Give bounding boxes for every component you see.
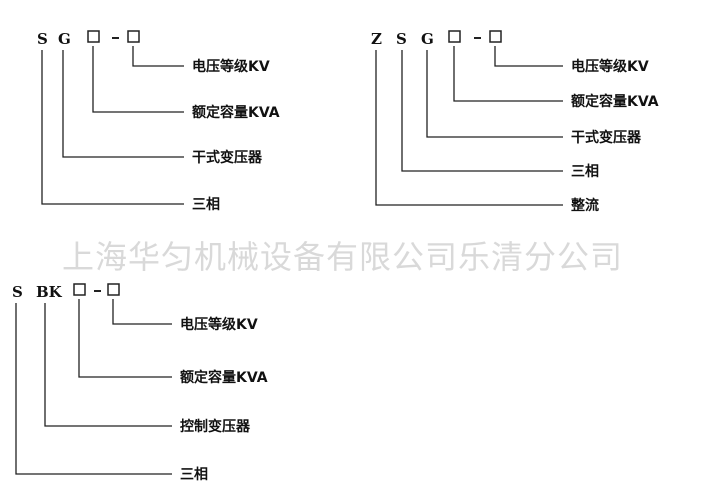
leader-line-voltage bbox=[494, 46, 563, 67]
label-three-phase: 三相 bbox=[180, 466, 208, 483]
code-letter-s: S bbox=[12, 283, 23, 301]
leader-line-capacity bbox=[78, 299, 172, 378]
leader-line-rectifier bbox=[375, 50, 563, 206]
voltage-placeholder-box bbox=[107, 283, 120, 296]
leader-line-phase bbox=[41, 50, 184, 205]
diagram-sbk: S BK 电压等级KV 额定容量KVA 控制变压器 三相 bbox=[12, 283, 268, 483]
leader-line-type bbox=[426, 50, 563, 138]
voltage-placeholder-box bbox=[489, 30, 502, 43]
label-rated-capacity: 额定容量KVA bbox=[192, 104, 280, 121]
label-voltage-level: 电压等级KV bbox=[192, 58, 270, 75]
label-rectifier: 整流 bbox=[570, 197, 599, 214]
label-rated-capacity: 额定容量KVA bbox=[571, 93, 659, 110]
label-dry-type-transformer: 干式变压器 bbox=[571, 129, 642, 146]
capacity-placeholder-box bbox=[87, 30, 100, 43]
diagram-zsg: Z S G 电压等级KV 额定容量KVA 干式变压器 三相 整流 bbox=[371, 30, 659, 214]
label-voltage-level: 电压等级KV bbox=[180, 316, 258, 333]
watermark-text: 上海华匀机械设备有限公司乐清分公司 bbox=[62, 238, 623, 276]
leader-line-phase bbox=[15, 303, 172, 475]
capacity-placeholder-box bbox=[448, 30, 461, 43]
diagram-sg: S G 电压等级KV 额定容量KVA 干式变压器 三相 bbox=[37, 30, 280, 213]
leader-line-capacity bbox=[92, 46, 184, 113]
leader-line-capacity bbox=[453, 46, 563, 102]
code-letter-s: S bbox=[396, 30, 407, 48]
leader-line-type bbox=[44, 303, 172, 427]
code-letter-z: Z bbox=[371, 30, 382, 48]
leader-line-voltage bbox=[132, 46, 184, 67]
leader-line-type bbox=[62, 50, 184, 158]
label-rated-capacity: 额定容量KVA bbox=[180, 369, 268, 386]
leader-line-voltage bbox=[112, 299, 172, 325]
voltage-placeholder-box bbox=[127, 30, 140, 43]
label-three-phase: 三相 bbox=[192, 196, 220, 213]
label-control-transformer: 控制变压器 bbox=[180, 418, 251, 435]
leader-line-phase bbox=[401, 50, 563, 172]
code-letters-bk: BK bbox=[36, 283, 63, 301]
code-letter-g: G bbox=[421, 30, 434, 48]
code-letter-g: G bbox=[58, 30, 71, 48]
label-voltage-level: 电压等级KV bbox=[571, 58, 649, 75]
label-three-phase: 三相 bbox=[571, 163, 599, 180]
code-letter-s: S bbox=[37, 30, 48, 48]
label-dry-type-transformer: 干式变压器 bbox=[192, 149, 263, 166]
capacity-placeholder-box bbox=[73, 283, 86, 296]
